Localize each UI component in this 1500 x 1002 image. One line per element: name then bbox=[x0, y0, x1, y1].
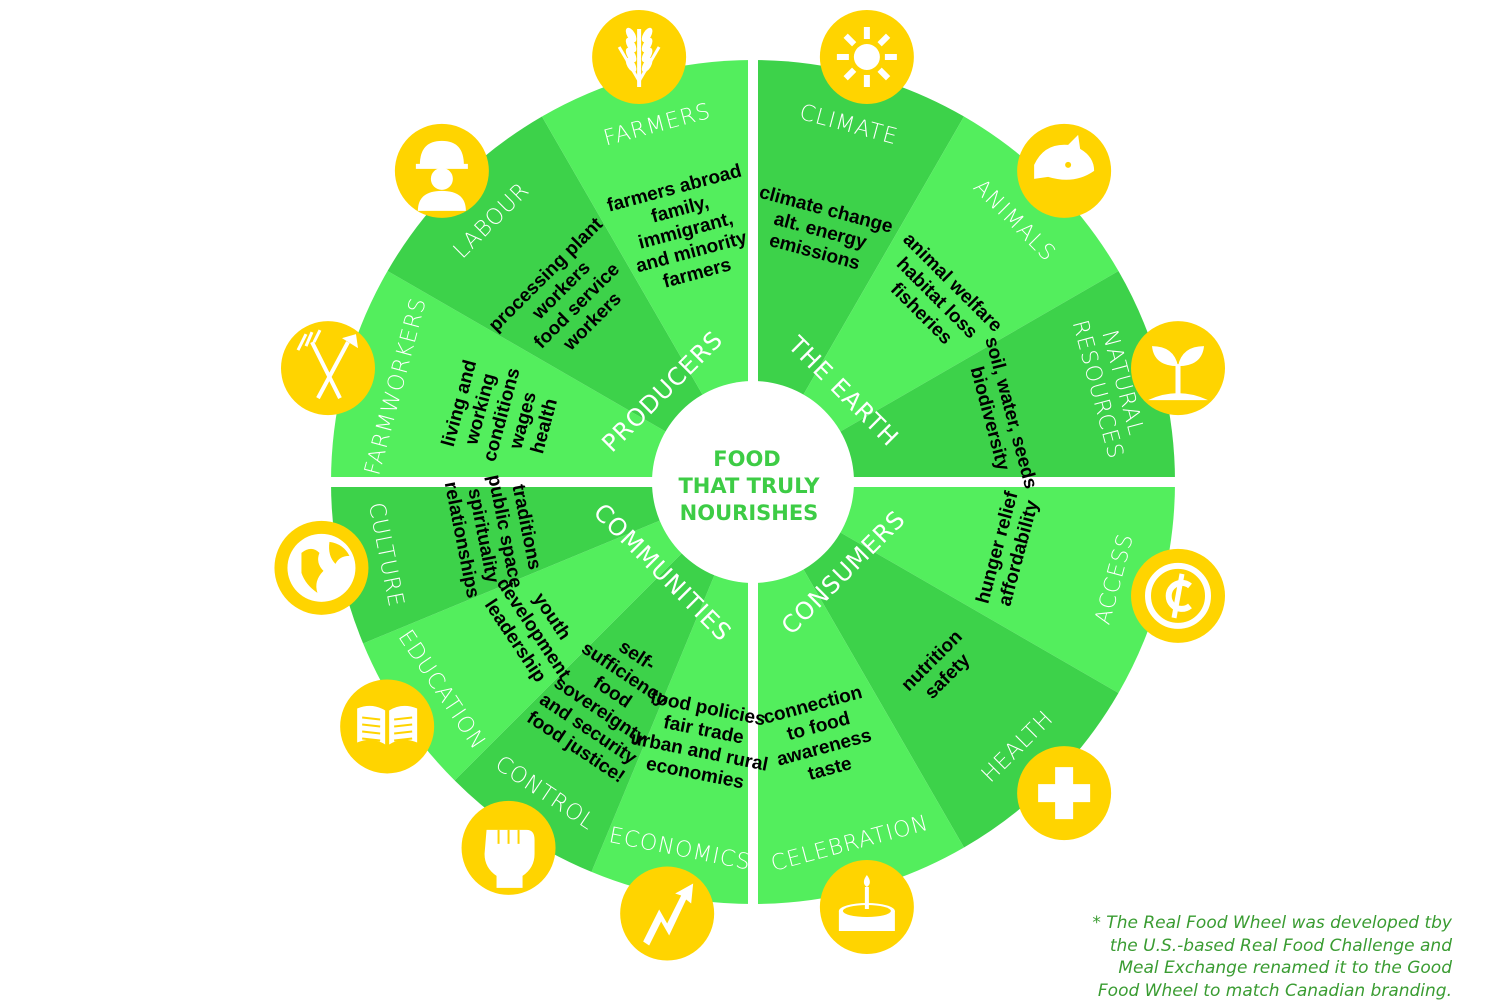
footnote-line: Food Wheel to match Canadian branding. bbox=[1092, 980, 1452, 1002]
globe-icon bbox=[274, 521, 368, 615]
candle-icon bbox=[820, 860, 914, 954]
center-title-line: NOURISHES bbox=[680, 501, 819, 525]
center-title-line: FOOD bbox=[713, 447, 780, 471]
sun-icon bbox=[820, 10, 914, 104]
footnote-line: the U.S.-based Real Food Challenge and bbox=[1092, 935, 1452, 958]
hardhat-worker-icon bbox=[395, 124, 489, 218]
pig-icon bbox=[1017, 124, 1111, 218]
fist-icon bbox=[462, 801, 556, 895]
footnote-line: Meal Exchange renamed it to the Good bbox=[1092, 957, 1452, 980]
footnote-line: * The Real Food Wheel was developed tby bbox=[1092, 912, 1452, 935]
pitchfork-icon bbox=[281, 321, 375, 415]
zigzag-arrow-icon bbox=[620, 867, 714, 961]
wheat-icon bbox=[592, 10, 686, 104]
cents-icon bbox=[1131, 549, 1225, 643]
book-icon bbox=[340, 679, 434, 773]
health-cross-icon bbox=[1017, 746, 1111, 840]
sprout-icon bbox=[1131, 321, 1225, 415]
footnote: * The Real Food Wheel was developed tby … bbox=[1092, 912, 1452, 1002]
center-title-line: THAT TRULY bbox=[678, 474, 820, 498]
